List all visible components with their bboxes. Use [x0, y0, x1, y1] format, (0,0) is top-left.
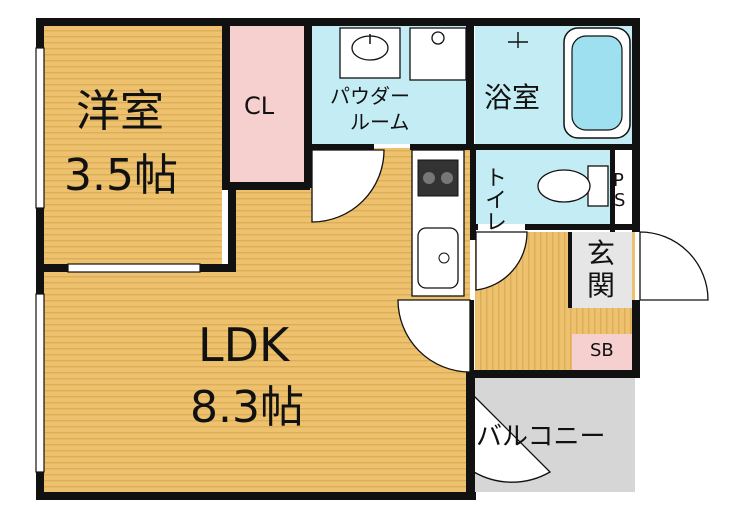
- ps-label-p: P: [613, 170, 624, 191]
- shoebox-label: SB: [590, 340, 614, 361]
- entrance-label-1: 玄: [587, 237, 616, 270]
- western-room-floor: [44, 26, 222, 266]
- kitchen-counter: [411, 149, 465, 297]
- toilet-icon: [537, 165, 609, 207]
- bath-label: 浴室: [484, 81, 541, 114]
- ps-label-s: S: [614, 190, 626, 211]
- doors: [311, 149, 712, 483]
- shower-icon: [508, 32, 528, 48]
- windows: [35, 47, 201, 473]
- washing-machine-icon: [409, 27, 467, 81]
- western-room-name: 洋室: [76, 86, 164, 137]
- entrance-label-2: 関: [587, 269, 616, 302]
- shoebox-floor: [572, 334, 632, 370]
- powder-room-label-2: ルーム: [350, 110, 410, 134]
- bathtub-icon: [563, 27, 631, 139]
- sink-icon: [417, 227, 459, 289]
- ldk-name: LDK: [198, 318, 290, 372]
- western-room-size: 3.5帖: [64, 150, 178, 201]
- entrance-floor: [572, 232, 632, 308]
- washbasin-icon: [339, 27, 401, 79]
- closet-label: CL: [244, 92, 275, 120]
- powder-room-label-1: パウダー: [330, 84, 410, 108]
- ps-floor: [613, 150, 635, 224]
- balcony-label: バルコニー: [476, 422, 606, 452]
- ldk-size: 8.3帖: [190, 382, 304, 433]
- toilet-label: トイレ: [481, 166, 506, 232]
- walls: [36, 18, 640, 500]
- closet-floor: [222, 26, 306, 182]
